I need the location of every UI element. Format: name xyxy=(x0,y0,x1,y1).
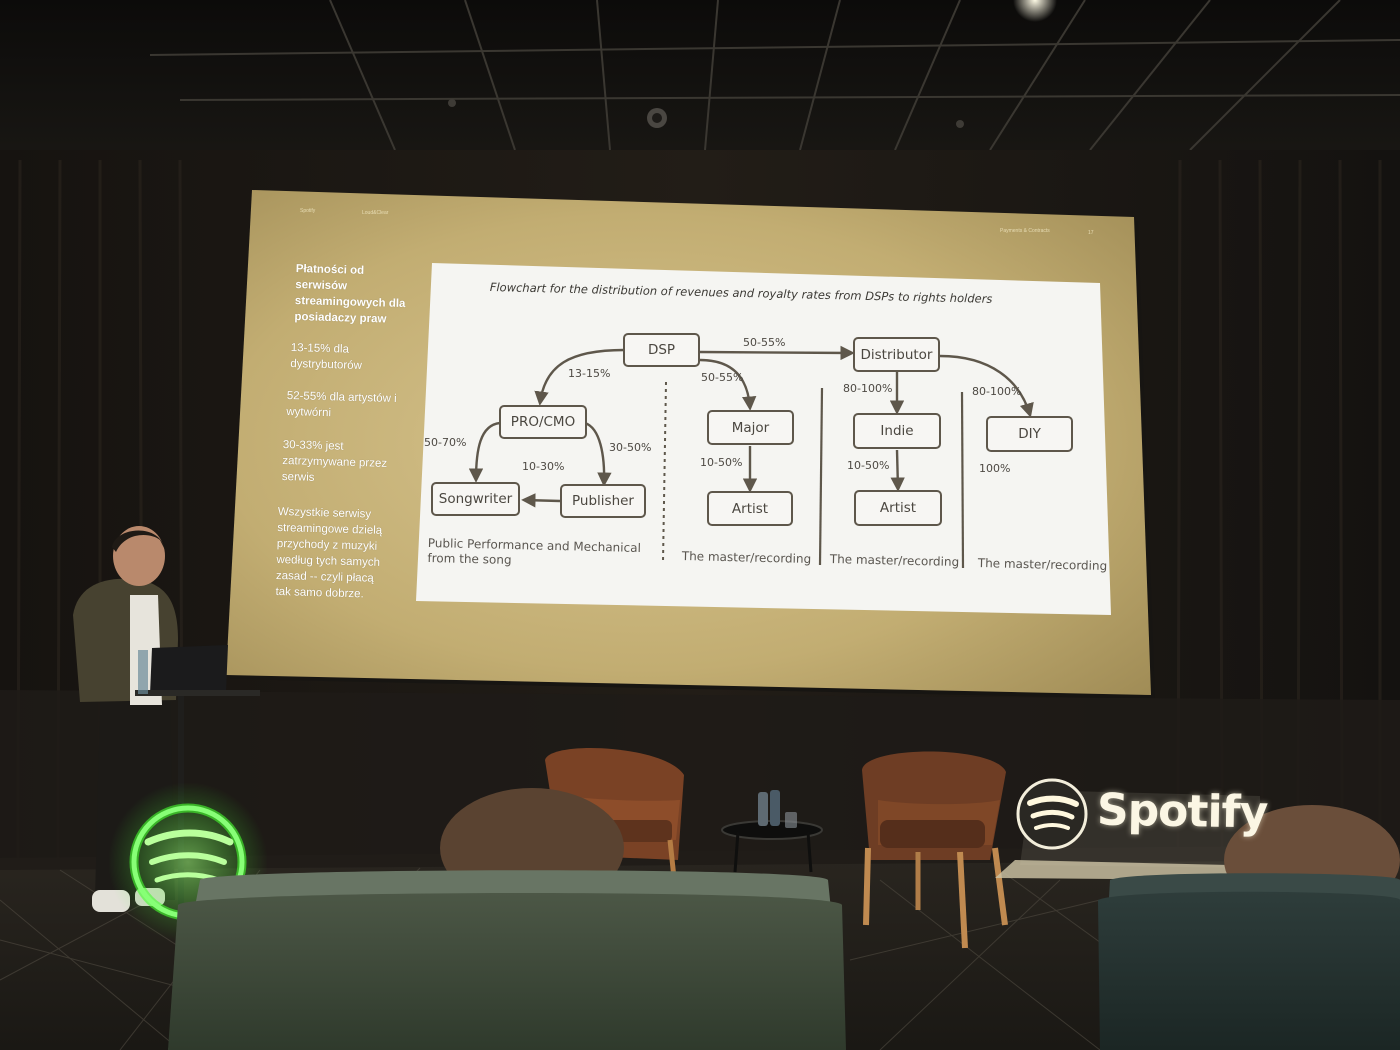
label-dsp-to-pro: 13-15% xyxy=(568,367,611,380)
armchair-right xyxy=(862,751,1008,949)
label-dsp-to-major: 50-55% xyxy=(701,371,744,384)
caption-indie-master: The master/recording xyxy=(829,552,960,570)
flowchart-connectors xyxy=(468,345,1034,508)
node-distributor: Distributor xyxy=(853,337,940,372)
label-pro-to-songwriter: 50-70% xyxy=(424,436,467,449)
ceiling-grid xyxy=(149,0,1400,151)
label-indie-to-artist: 10-50% xyxy=(847,459,890,472)
label-dsp-to-distributor: 50-55% xyxy=(743,336,786,349)
node-artist-major: Artist xyxy=(707,491,793,526)
slide-page-number: 17 xyxy=(1088,230,1094,236)
label-distributor-to-indie: 80-100% xyxy=(843,382,893,395)
node-songwriter: Songwriter xyxy=(431,482,520,516)
caption-song: Public Performance and Mechanical from t… xyxy=(427,536,641,571)
slide-header-right: Payments & Contracts xyxy=(1000,228,1050,234)
node-artist-indie: Artist xyxy=(854,490,942,526)
label-pro-to-publisher: 30-50% xyxy=(609,441,652,454)
slide-header-left: Spotify xyxy=(300,208,316,214)
node-pro-cmo: PRO/CMO xyxy=(499,405,587,439)
label-publisher-to-songwriter: 10-30% xyxy=(522,460,565,473)
flowchart-dividers xyxy=(662,381,965,569)
label-major-to-artist: 10-50% xyxy=(700,456,743,469)
node-publisher: Publisher xyxy=(560,484,646,518)
sofa-foreground-right xyxy=(1098,873,1400,1050)
caption-diy-master: The master/recording xyxy=(977,556,1108,574)
slide-header-left2: Loud&Clear xyxy=(362,210,389,216)
side-table xyxy=(721,790,823,873)
node-dsp: DSP xyxy=(623,333,700,367)
label-diy-share: 100% xyxy=(979,462,1011,475)
node-major: Major xyxy=(707,410,794,445)
node-diy: DIY xyxy=(986,416,1073,452)
sofa-foreground-left xyxy=(168,870,846,1050)
label-distributor-to-diy: 80-100% xyxy=(972,385,1022,398)
spotify-sign-text: Spotify xyxy=(1096,784,1268,839)
caption-major-master: The master/recording xyxy=(681,549,812,567)
ceiling-spotlight xyxy=(1013,0,1057,22)
node-indie: Indie xyxy=(853,413,941,449)
